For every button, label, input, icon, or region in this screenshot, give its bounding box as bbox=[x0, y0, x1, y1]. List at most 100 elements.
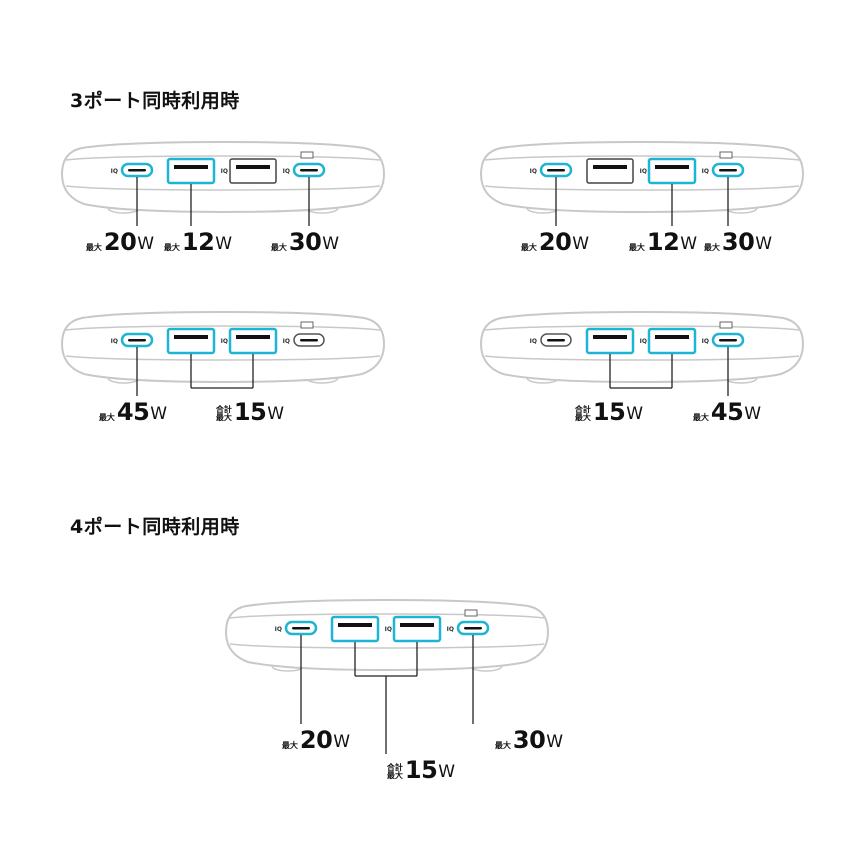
wattage-prefix-text: 合計 bbox=[386, 763, 403, 772]
iq-mark: IQ bbox=[221, 168, 228, 175]
wattage-value: 20 bbox=[299, 726, 333, 754]
usb-a-tongue bbox=[338, 623, 372, 627]
indicator-light bbox=[464, 609, 478, 617]
usb-a-tongue bbox=[593, 165, 627, 169]
wattage-unit: W bbox=[680, 234, 698, 254]
wattage-prefix: 合計最大 bbox=[575, 406, 591, 422]
usb-c-tongue bbox=[719, 169, 737, 172]
wattage-value: 30 bbox=[721, 228, 755, 256]
device-edge bbox=[65, 155, 381, 161]
wattage-value: 30 bbox=[288, 228, 322, 256]
wattage-value: 20 bbox=[103, 228, 137, 256]
wattage-prefix-text: 最大 bbox=[163, 243, 180, 252]
iq-mark: IQ bbox=[275, 626, 282, 633]
device-edge bbox=[484, 155, 800, 161]
device-edge bbox=[484, 325, 800, 331]
iq-mark: IQ bbox=[283, 338, 290, 345]
wattage-prefix: 最大 bbox=[282, 742, 298, 750]
wattage-unit: W bbox=[267, 404, 285, 424]
iq-mark: IQ bbox=[530, 168, 537, 175]
wattage-unit: W bbox=[322, 234, 340, 254]
wattage-prefix-text: 最大 bbox=[692, 413, 709, 422]
wattage-unit: W bbox=[572, 234, 590, 254]
usb-a-port bbox=[166, 157, 216, 185]
wattage-value: 15 bbox=[404, 756, 438, 784]
iq-mark: IQ bbox=[111, 168, 118, 175]
indicator-light bbox=[300, 151, 314, 159]
wattage-prefix: 最大 bbox=[86, 244, 102, 252]
wattage-prefix: 合計最大 bbox=[216, 406, 232, 422]
wattage-prefix-text: 合計 bbox=[215, 405, 232, 414]
device-body bbox=[60, 310, 386, 384]
indicator-light bbox=[300, 321, 314, 329]
usb-a-port bbox=[166, 327, 216, 355]
section-heading-4-ports: 4ポート同時利用時 bbox=[70, 516, 240, 538]
usb-a-tongue bbox=[236, 335, 270, 339]
wattage-prefix-text: 最大 bbox=[386, 771, 403, 780]
usb-a-tongue bbox=[174, 335, 208, 339]
device-edge bbox=[484, 355, 800, 361]
usb-a-tongue bbox=[655, 165, 689, 169]
wattage-prefix-text: 最大 bbox=[494, 741, 511, 750]
wattage-unit: W bbox=[546, 732, 564, 752]
iq-mark: IQ bbox=[385, 626, 392, 633]
iq-mark: IQ bbox=[702, 338, 709, 345]
wattage-unit: W bbox=[438, 762, 456, 782]
usb-a-port bbox=[228, 327, 278, 355]
usb-a-tongue bbox=[400, 623, 434, 627]
wattage-prefix: 最大 bbox=[164, 244, 180, 252]
wattage-prefix: 最大 bbox=[521, 244, 537, 252]
wattage-unit: W bbox=[150, 404, 168, 424]
iq-mark: IQ bbox=[530, 338, 537, 345]
wattage-unit: W bbox=[215, 234, 233, 254]
wattage-unit: W bbox=[333, 732, 351, 752]
device-edge bbox=[65, 355, 381, 361]
usb-a-tongue bbox=[174, 165, 208, 169]
wattage-prefix-text: 最大 bbox=[574, 413, 591, 422]
wattage-prefix: 最大 bbox=[704, 244, 720, 252]
wattage-prefix-text: 最大 bbox=[281, 741, 298, 750]
usb-a-port bbox=[229, 158, 277, 184]
wattage-prefix: 最大 bbox=[271, 244, 287, 252]
usb-c-tongue bbox=[292, 627, 310, 630]
usb-a-port bbox=[330, 615, 380, 643]
usb-a-port bbox=[647, 327, 697, 355]
usb-c-tongue bbox=[547, 339, 565, 342]
wattage-prefix: 最大 bbox=[693, 414, 709, 422]
indicator-light bbox=[719, 151, 733, 159]
usb-a-tongue bbox=[655, 335, 689, 339]
device-edge bbox=[229, 643, 545, 649]
usb-a-port bbox=[392, 615, 442, 643]
wattage-prefix: 最大 bbox=[629, 244, 645, 252]
wattage-unit: W bbox=[755, 234, 773, 254]
wattage-prefix-text: 最大 bbox=[98, 413, 115, 422]
usb-c-tongue bbox=[128, 339, 146, 342]
usb-a-port bbox=[585, 327, 635, 355]
device-body bbox=[224, 598, 550, 672]
wattage-value: 45 bbox=[116, 398, 150, 426]
wattage-prefix: 最大 bbox=[99, 414, 115, 422]
usb-a-port bbox=[586, 158, 634, 184]
section-heading-3-ports: 3ポート同時利用時 bbox=[70, 90, 240, 112]
iq-mark: IQ bbox=[702, 168, 709, 175]
wattage-value: 15 bbox=[592, 398, 626, 426]
wattage-value: 20 bbox=[538, 228, 572, 256]
usb-a-port bbox=[647, 157, 697, 185]
wattage-prefix-text: 最大 bbox=[628, 243, 645, 252]
wattage-prefix-text: 最大 bbox=[520, 243, 537, 252]
usb-c-tongue bbox=[719, 339, 737, 342]
